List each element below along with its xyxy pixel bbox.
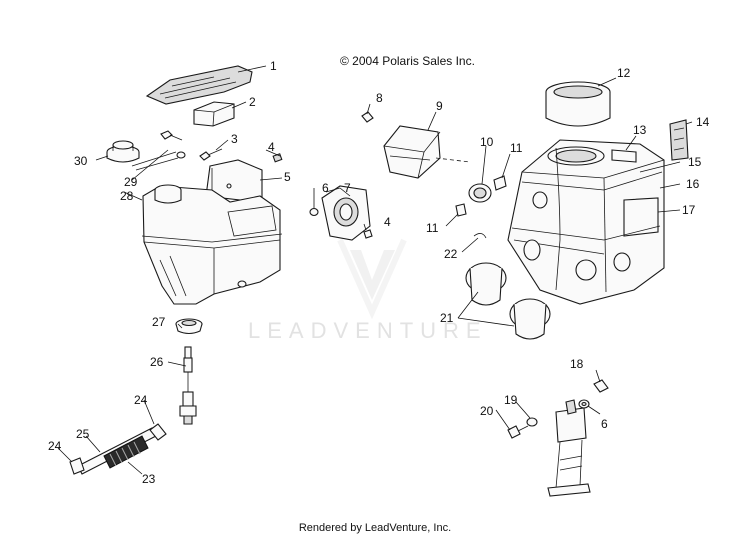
- airbox-assembly[interactable]: [507, 139, 665, 305]
- mount-bracket[interactable]: [547, 399, 591, 497]
- callout-3: 3: [231, 132, 238, 146]
- part-7-throttle-body[interactable]: [321, 185, 371, 241]
- callout-numbers: 1 2 3 4 5 6 7 4 8 9 10 11 11 12 13 14 15…: [48, 59, 710, 486]
- callout-4-lower: 4: [384, 215, 391, 229]
- callout-18: 18: [570, 357, 584, 371]
- part-2-foam-block[interactable]: [193, 101, 235, 127]
- leader-lines: [57, 65, 693, 475]
- callout-10: 10: [480, 135, 494, 149]
- part-4-nut-lower[interactable]: [363, 229, 373, 239]
- callout-2: 2: [249, 95, 256, 109]
- part-11-fitting-lower[interactable]: [455, 203, 467, 217]
- callout-6-lower: 6: [601, 417, 608, 431]
- watermark-text: LEADVENTURE: [248, 318, 488, 343]
- callout-22: 22: [444, 247, 458, 261]
- callout-19: 19: [504, 393, 518, 407]
- part-22-clip[interactable]: [473, 233, 487, 239]
- part-21-boot-lower[interactable]: [509, 298, 551, 340]
- part-12-filter-ring[interactable]: [545, 81, 611, 127]
- callout-17: 17: [682, 203, 696, 217]
- footer-credit: Rendered by LeadVenture, Inc.: [298, 522, 452, 534]
- callout-12: 12: [617, 66, 631, 80]
- callout-15: 15: [688, 155, 702, 169]
- part-28-gasket[interactable]: [131, 151, 186, 171]
- part-3-screw[interactable]: [199, 148, 223, 161]
- callout-26: 26: [150, 355, 164, 369]
- part-19-washer[interactable]: [526, 417, 538, 427]
- copyright-notice: © 2004 Polaris Sales Inc.: [340, 54, 475, 68]
- leadventure-watermark-logo: [337, 238, 407, 320]
- callout-7: 7: [344, 181, 351, 195]
- callout-11-upper: 11: [510, 141, 523, 155]
- part-14-latch[interactable]: [669, 119, 689, 161]
- part-18-bolt[interactable]: [593, 379, 609, 393]
- part-24-fitting-left[interactable]: [69, 457, 85, 475]
- callout-30: 30: [74, 154, 88, 168]
- oil-tank-body[interactable]: [141, 184, 283, 305]
- part-8-bolt[interactable]: [361, 111, 374, 123]
- callout-29: 29: [124, 175, 138, 189]
- callout-14: 14: [696, 115, 710, 129]
- callout-16: 16: [686, 177, 700, 191]
- callout-8: 8: [376, 91, 383, 105]
- part-20-bolt[interactable]: [507, 425, 529, 439]
- part-24-fitting-right[interactable]: [149, 423, 167, 441]
- part-27-grommet[interactable]: [175, 318, 203, 335]
- part-11-fitting-upper[interactable]: [493, 175, 507, 191]
- part-6-washer-upper[interactable]: [309, 207, 319, 217]
- callout-24-left: 24: [48, 439, 62, 453]
- callout-5: 5: [284, 170, 291, 184]
- callout-25: 25: [76, 427, 90, 441]
- callout-11-lower: 11: [426, 221, 439, 235]
- callout-21: 21: [440, 311, 454, 325]
- callout-27: 27: [152, 315, 166, 329]
- callout-1: 1: [270, 59, 277, 73]
- part-30-filler-cap[interactable]: [106, 140, 140, 163]
- callout-9: 9: [436, 99, 443, 113]
- part-1-tank-cover[interactable]: [145, 65, 253, 105]
- callout-20: 20: [480, 404, 494, 418]
- part-9-module[interactable]: [383, 125, 471, 179]
- callout-28: 28: [120, 189, 134, 203]
- callout-6-upper: 6: [322, 181, 329, 195]
- callout-23: 23: [142, 472, 156, 486]
- part-21-boot-upper[interactable]: [465, 262, 507, 306]
- part-bolt-28[interactable]: [160, 130, 183, 141]
- part-6-washer-lower[interactable]: [578, 399, 590, 409]
- callout-13: 13: [633, 123, 647, 137]
- part-10-seal-ring[interactable]: [468, 183, 492, 203]
- callout-4-upper: 4: [268, 140, 275, 154]
- callout-24-right: 24: [134, 393, 148, 407]
- part-26-level-sensor[interactable]: [179, 346, 197, 425]
- part-23-spring-clamp[interactable]: [103, 435, 149, 469]
